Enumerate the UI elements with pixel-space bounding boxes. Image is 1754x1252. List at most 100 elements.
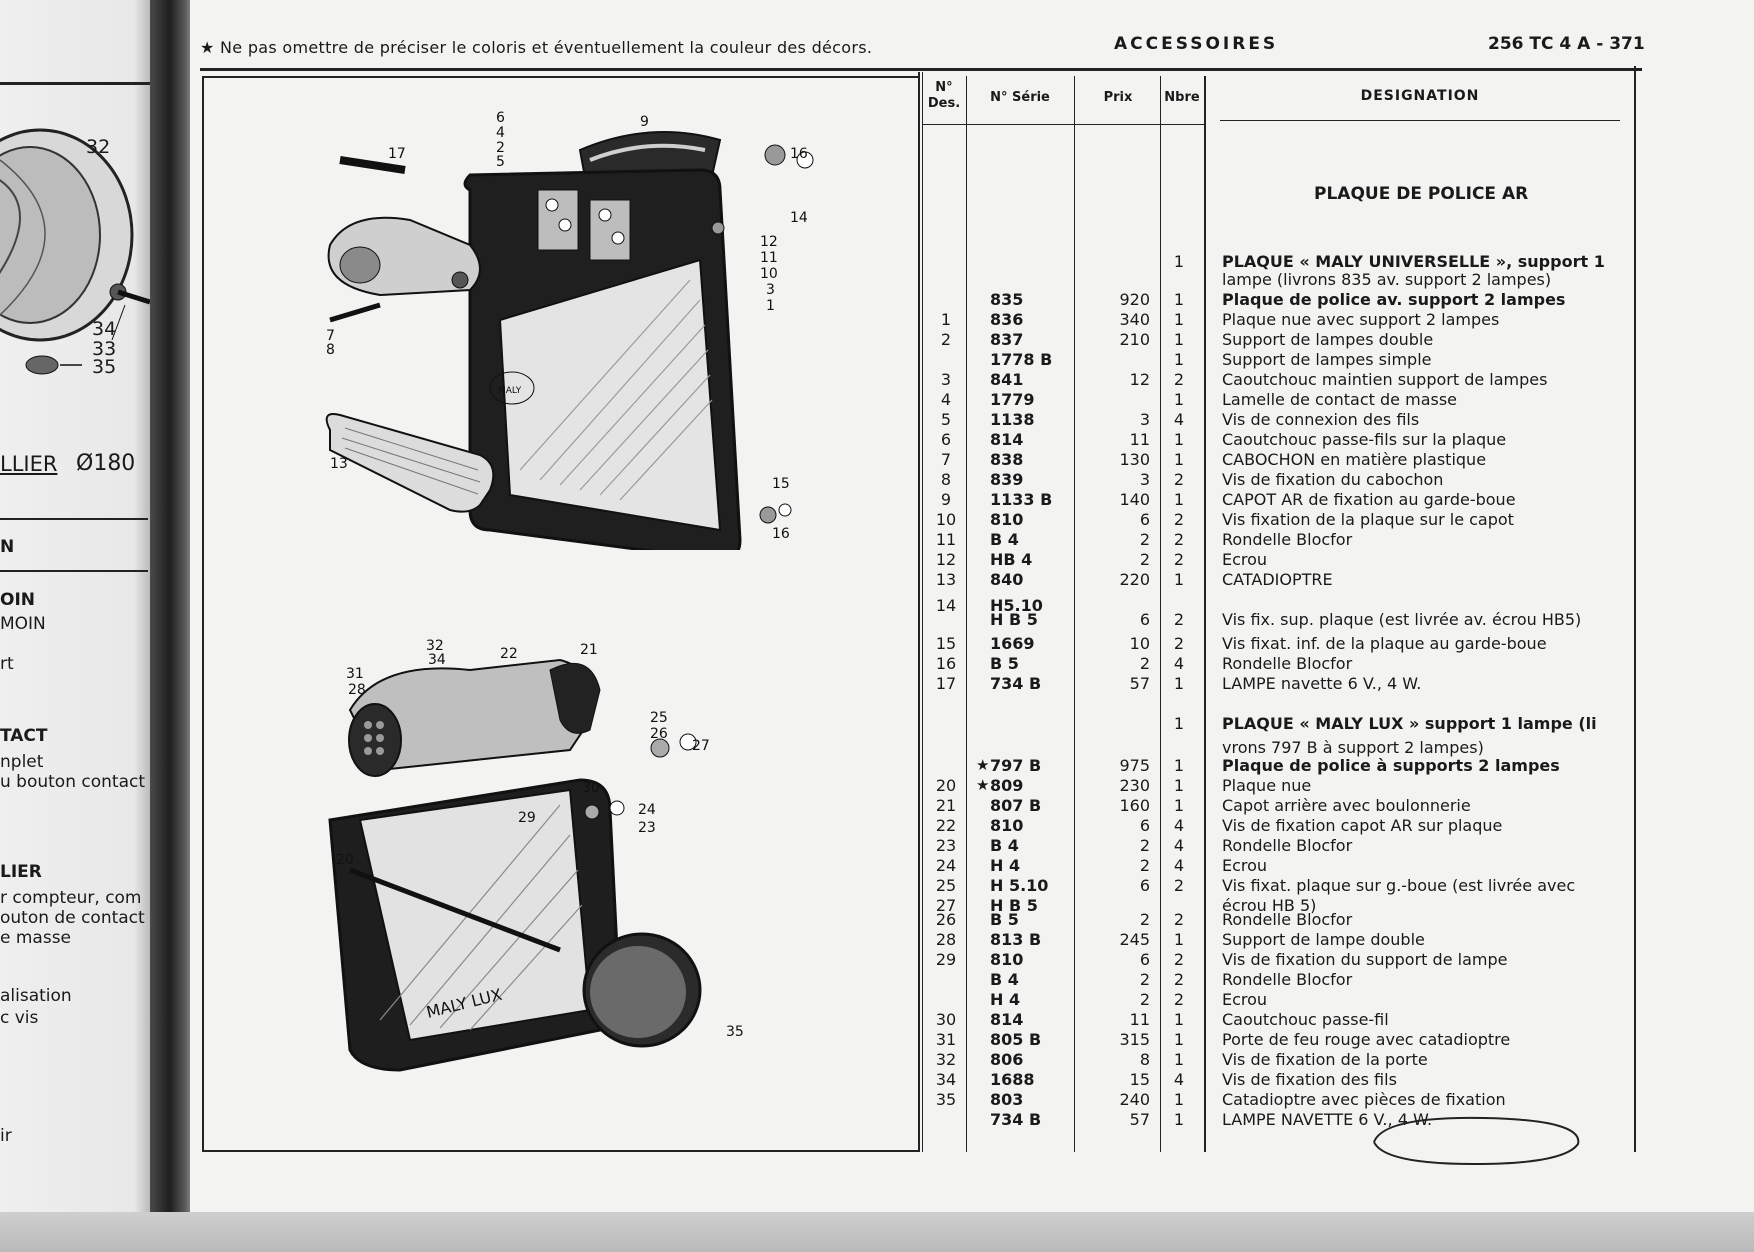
- row-designation: Support de lampes simple: [1222, 350, 1432, 369]
- row-designation: Rondelle Blocfor: [1222, 970, 1353, 989]
- callout-label: 23: [638, 820, 656, 836]
- row-price: 57: [1129, 1110, 1150, 1129]
- left-fragment: OIN: [0, 590, 36, 610]
- callout-label: 15: [772, 476, 790, 492]
- row-price: 2: [1139, 530, 1150, 549]
- row-ref-number: 31: [935, 1030, 957, 1049]
- row-designation: Rondelle Blocfor: [1222, 836, 1353, 855]
- row-price: 6: [1139, 876, 1150, 895]
- row-quantity: 4: [1173, 856, 1185, 875]
- page-reference: 256 TC 4 A - 371: [1488, 34, 1645, 54]
- callout-label: 26: [650, 726, 668, 742]
- row-ref-number: 22: [935, 816, 957, 835]
- row-serial-number: H 4: [990, 990, 1021, 1009]
- book-spine: [150, 0, 194, 1252]
- col-header-nbre: Nbre: [1164, 90, 1200, 105]
- page-title: ACCESSOIRES: [1114, 34, 1279, 54]
- row-ref-number: 7: [940, 450, 952, 469]
- row-ref-number: 4: [940, 390, 952, 409]
- left-heading: LLIER: [0, 452, 58, 476]
- callout-label: 27: [692, 738, 710, 754]
- callout-label: 20: [336, 852, 354, 868]
- row-serial-number: 841: [990, 370, 1024, 389]
- row-designation: vrons 797 B à support 2 lampes): [1222, 738, 1484, 757]
- left-fragment: MOIN: [0, 614, 46, 634]
- row-serial-number: B 4: [990, 530, 1019, 549]
- row-price: 220: [1119, 570, 1150, 589]
- row-price: 15: [1129, 1070, 1150, 1089]
- row-price: 2: [1139, 856, 1150, 875]
- row-designation: Vis fixat. plaque sur g.-boue (est livré…: [1222, 876, 1576, 895]
- row-quantity: 1: [1173, 1010, 1185, 1029]
- row-serial-number: H 5.10: [990, 876, 1049, 895]
- row-price: 8: [1139, 1050, 1150, 1069]
- row-serial-number: 805 B: [990, 1030, 1042, 1049]
- table-header-rule: [1220, 120, 1620, 121]
- row-quantity: 2: [1173, 634, 1185, 653]
- row-serial-number: 839: [990, 470, 1024, 489]
- row-ref-number: 26: [935, 910, 957, 929]
- frame-top: [202, 76, 918, 78]
- left-fragment: rt: [0, 654, 14, 674]
- row-designation: Vis de fixation des fils: [1222, 1070, 1397, 1089]
- row-serial-number: 734 B: [990, 674, 1042, 693]
- row-ref-number: 23: [935, 836, 957, 855]
- row-serial-number: 838: [990, 450, 1024, 469]
- row-designation: Catadioptre avec pièces de fixation: [1222, 1090, 1506, 1109]
- callout-label: 11: [760, 250, 778, 266]
- row-price: 2: [1139, 654, 1150, 673]
- row-designation: Vis de connexion des fils: [1222, 410, 1420, 429]
- row-designation: Vis de fixation capot AR sur plaque: [1222, 816, 1503, 835]
- row-designation: CABOCHON en matière plastique: [1222, 450, 1487, 469]
- row-quantity: 1: [1173, 930, 1185, 949]
- left-fragment: nplet: [0, 752, 44, 772]
- left-fragment: outon de contact: [0, 908, 145, 928]
- row-quantity: 2: [1173, 550, 1185, 569]
- row-designation: lampe (livrons 835 av. support 2 lampes): [1222, 270, 1552, 289]
- callout-label: 2: [496, 140, 505, 156]
- row-quantity: 2: [1173, 370, 1185, 389]
- callout-label: 14: [790, 210, 808, 226]
- row-ref-number: 3: [940, 370, 952, 389]
- col-header-prix: Prix: [1103, 90, 1133, 105]
- row-serial-number: 806: [990, 1050, 1024, 1069]
- callout-label: 35: [726, 1024, 744, 1040]
- row-ref-number: 29: [935, 950, 957, 969]
- table-header-rule: [922, 124, 1206, 125]
- row-quantity: 1: [1173, 430, 1185, 449]
- row-designation: LAMPE NAVETTE 6 V., 4 W.: [1222, 1110, 1433, 1129]
- callout-label: 24: [638, 802, 656, 818]
- left-fragment: alisation: [0, 986, 72, 1006]
- row-ref-number: 35: [935, 1090, 957, 1109]
- row-serial-number: 1779: [990, 390, 1035, 409]
- row-designation: Vis fixat. inf. de la plaque au garde-bo…: [1222, 634, 1547, 653]
- star-marker: ★: [976, 776, 990, 794]
- callout-label: 4: [496, 125, 505, 141]
- row-serial-number: 734 B: [990, 1110, 1042, 1129]
- row-serial-number: 797 B: [990, 756, 1042, 775]
- row-price: 6: [1139, 610, 1150, 629]
- callout-label: 16: [772, 526, 790, 542]
- row-quantity: 2: [1173, 910, 1185, 929]
- row-designation: Caoutchouc maintien support de lampes: [1222, 370, 1548, 389]
- row-ref-number: 2: [940, 330, 952, 349]
- row-serial-number: 810: [990, 816, 1024, 835]
- scan-bottom-edge: [0, 1212, 1754, 1252]
- row-designation: Vis de fixation de la porte: [1222, 1050, 1428, 1069]
- left-fragment: TACT: [0, 726, 48, 746]
- callout-label: 25: [650, 710, 668, 726]
- row-ref-number: 28: [935, 930, 957, 949]
- section-title: PLAQUE DE POLICE AR: [1314, 184, 1529, 204]
- callout-label: 30: [582, 780, 600, 796]
- row-serial-number: 836: [990, 310, 1024, 329]
- row-designation: Support de lampe double: [1222, 930, 1425, 949]
- row-quantity: 2: [1173, 876, 1185, 895]
- row-serial-number: HB 4: [990, 550, 1033, 569]
- row-quantity: 4: [1173, 654, 1185, 673]
- row-price: 2: [1139, 910, 1150, 929]
- row-price: 10: [1129, 634, 1150, 653]
- row-price: 210: [1119, 330, 1150, 349]
- row-price: 2: [1139, 970, 1150, 989]
- row-quantity: 1: [1173, 490, 1185, 509]
- left-rule: [0, 570, 148, 572]
